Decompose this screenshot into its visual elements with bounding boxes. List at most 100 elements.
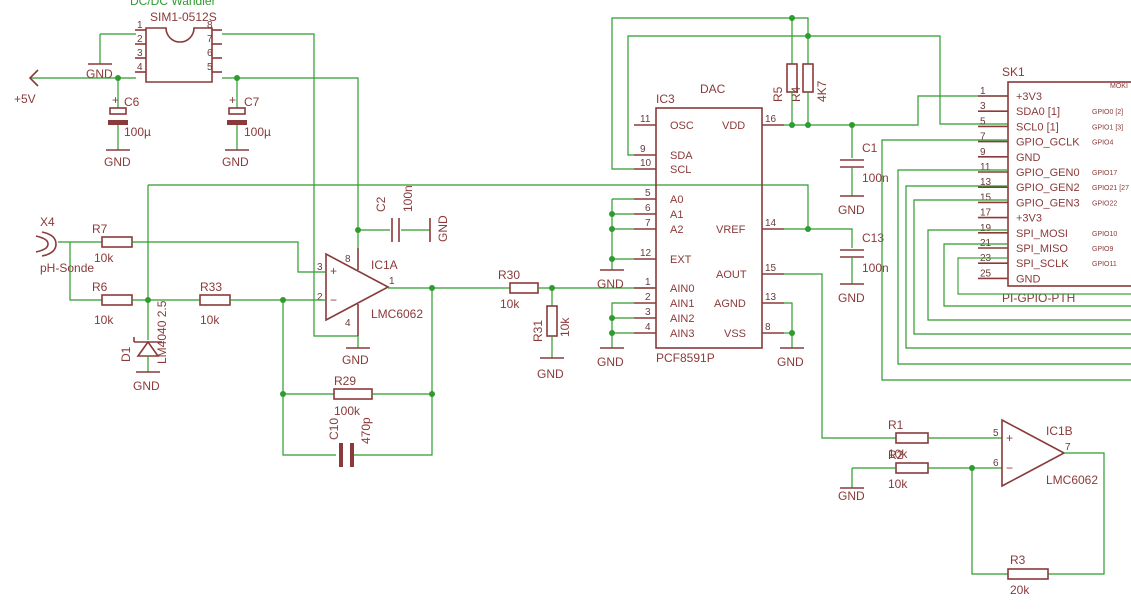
r4-body: [802, 63, 814, 93]
svg-text:EXT: EXT: [670, 254, 692, 266]
sk1-pin-name: GPIO_GEN3: [1016, 197, 1080, 209]
c1-name: C1: [862, 141, 878, 155]
svg-text:7: 7: [1065, 442, 1071, 453]
sk1-pin-name: GPIO_GEN2: [1016, 182, 1080, 194]
svg-text:9: 9: [640, 144, 646, 155]
sk1-pin-number: 17: [980, 208, 992, 219]
sim-label: SIM1-0512S: [150, 10, 217, 24]
c6-name: C6: [124, 95, 140, 109]
svg-text:AIN1: AIN1: [670, 298, 694, 310]
sk1-pin-gpio: GPIO17: [1092, 170, 1117, 177]
dcdc-title: DC/DC Wandler: [130, 0, 216, 8]
sk1-pin-gpio: GPIO11: [1092, 261, 1117, 268]
sk1-pin-gpio: GPIO22: [1092, 200, 1117, 207]
r1-name: R1: [888, 418, 904, 432]
r7-name: R7: [92, 222, 108, 236]
sk1-name: SK1: [1002, 65, 1025, 79]
svg-text:8: 8: [765, 322, 771, 333]
svg-text:GND: GND: [342, 353, 369, 367]
svg-text:MOKI: MOKI: [1110, 83, 1128, 90]
ic3-name: IC3: [656, 92, 675, 106]
c10-value: 470p: [359, 417, 373, 444]
svg-text:A0: A0: [670, 194, 683, 206]
svg-text:+: +: [112, 93, 119, 107]
svg-text:A2: A2: [670, 224, 683, 236]
r2-body: [895, 462, 929, 474]
r2-name: R2: [888, 448, 904, 462]
sk1-pin-name: SPI_MISO: [1016, 243, 1068, 255]
svg-text:−: −: [330, 293, 337, 307]
svg-text:SCL: SCL: [670, 164, 691, 176]
r6-body: [101, 294, 133, 306]
svg-text:−: −: [1006, 461, 1013, 475]
ic1a-name: IC1A: [371, 258, 398, 272]
svg-text:8: 8: [207, 20, 213, 31]
svg-text:13: 13: [765, 292, 777, 303]
svg-text:GND: GND: [838, 489, 865, 503]
r33-name: R33: [200, 280, 222, 294]
r5-name: R5: [771, 86, 785, 102]
sk1-pin-number: 5: [980, 116, 986, 127]
r6-value: 10k: [94, 313, 114, 327]
svg-text:AIN0: AIN0: [670, 283, 694, 295]
svg-text:12: 12: [640, 248, 652, 259]
svg-text:2: 2: [645, 292, 651, 303]
sk1-pin-number: 1: [980, 86, 986, 97]
svg-text:3: 3: [645, 307, 651, 318]
ic1b-name: IC1B: [1046, 424, 1073, 438]
sk1-pin-gpio: GPIO21 [27: [1092, 185, 1129, 192]
svg-text:4: 4: [137, 62, 143, 73]
c10-body: [339, 443, 343, 467]
c7-name: C7: [244, 95, 260, 109]
svg-text:14: 14: [765, 218, 777, 229]
sk1-pin-number: 19: [980, 223, 992, 234]
svg-text:2: 2: [317, 292, 323, 303]
x4-label: X4: [40, 215, 55, 229]
r3-body: [1007, 568, 1049, 580]
pi-label: PI-GPIO-PTH: [1002, 291, 1075, 305]
r29-body: [333, 388, 373, 400]
r30-body: [509, 282, 539, 294]
svg-text:GND: GND: [597, 277, 624, 291]
r1-body: [895, 432, 929, 444]
c2-name: C2: [374, 196, 388, 212]
svg-text:6: 6: [645, 203, 651, 214]
r30-name: R30: [498, 268, 520, 282]
c13-value: 100n: [862, 261, 889, 275]
svg-text:OSC: OSC: [670, 120, 694, 132]
svg-text:6: 6: [207, 48, 213, 59]
svg-text:5: 5: [993, 428, 999, 439]
plus5v-arrow: [28, 69, 39, 87]
sk1-pin-number: 23: [980, 253, 992, 264]
ic1b-opamp: + − 5 6 7 IC1B LMC6062: [993, 418, 1098, 488]
svg-text:5: 5: [207, 62, 213, 73]
svg-text:GND: GND: [133, 379, 160, 393]
sk1-pin-gpio: GPIO0 [2]: [1092, 109, 1123, 116]
c6-value: 100µ: [124, 125, 151, 139]
sk1-pin-name: GPIO_GEN0: [1016, 167, 1080, 179]
sk1-pin-name: GND: [1016, 273, 1041, 285]
d1-name: D1: [119, 346, 133, 362]
r33-value: 10k: [200, 313, 220, 327]
ic3-part: PCF8591P: [656, 351, 715, 365]
svg-text:GND: GND: [104, 155, 131, 169]
sk1-pin-gpio: GPIO9: [1092, 246, 1114, 253]
sk1-pin-number: 3: [980, 101, 986, 112]
sk1-pin-number: 9: [980, 147, 986, 158]
gnd-label: GND: [86, 67, 113, 81]
r1-value: 10k: [888, 447, 908, 461]
svg-text:11: 11: [640, 114, 651, 125]
sk1-pin-name: SPI_MOSI: [1016, 228, 1068, 240]
svg-text:AIN2: AIN2: [670, 313, 694, 325]
r4-name: R4: [789, 86, 803, 102]
svg-text:7: 7: [645, 218, 651, 229]
phsonde-label: pH-Sonde: [40, 261, 94, 275]
c7-value: 100µ: [244, 125, 271, 139]
sk1-pin-number: 13: [980, 177, 992, 188]
svg-text:3: 3: [317, 262, 323, 273]
sk1-pin-name: GND: [1016, 152, 1041, 164]
sk1-pin-gpio: GPIO1 [3]: [1092, 124, 1123, 131]
svg-text:SDA: SDA: [670, 150, 693, 162]
